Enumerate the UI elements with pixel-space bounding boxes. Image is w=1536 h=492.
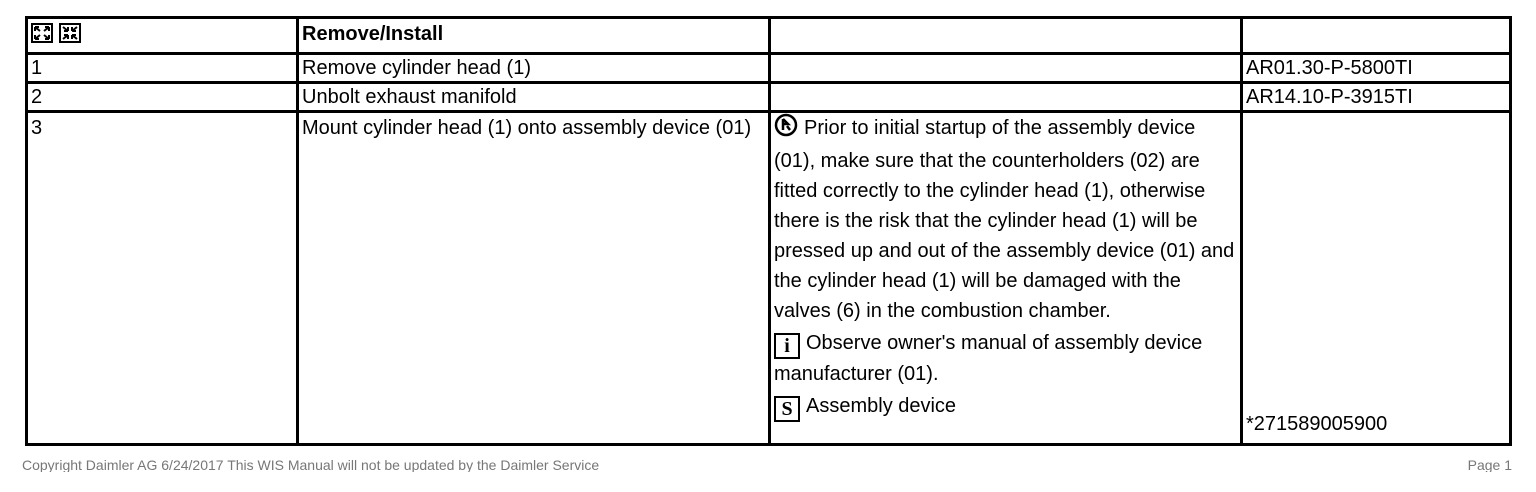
step-notes xyxy=(768,52,1243,84)
step-action: Remove cylinder head (1) xyxy=(296,52,771,84)
step-reference-link[interactable]: AR14.10-P-3915TI xyxy=(1240,81,1512,113)
table-header-row: Remove/Install xyxy=(25,16,1512,55)
tool-text: Assembly device xyxy=(806,395,957,417)
info-icon: i xyxy=(774,333,800,359)
step-notes xyxy=(768,81,1243,113)
caution-note: Prior to initial startup of the assembly… xyxy=(774,114,1237,327)
step-number: 1 xyxy=(25,52,299,84)
header-remove-install: Remove/Install xyxy=(296,16,771,55)
page-footer: Copyright Daimler AG 6/24/2017 This WIS … xyxy=(22,460,1512,472)
special-tool-icon: S xyxy=(774,396,800,422)
expand-icon[interactable] xyxy=(31,23,53,43)
caution-text: Prior to initial startup of the assembly… xyxy=(774,117,1235,322)
step-reference-cell: *271589005900 xyxy=(1240,110,1512,446)
step-number: 3 xyxy=(25,110,299,446)
procedure-table: Remove/Install 1 Remove cylinder head (1… xyxy=(25,16,1512,446)
info-text: Observe owner's manual of assembly devic… xyxy=(774,332,1203,385)
table-row: 2 Unbolt exhaust manifold AR14.10-P-3915… xyxy=(25,81,1512,113)
footer-copyright: Copyright Daimler AG 6/24/2017 This WIS … xyxy=(22,460,600,472)
table-row: 1 Remove cylinder head (1) AR01.30-P-580… xyxy=(25,52,1512,84)
footer-page-number: Page 1 xyxy=(1467,460,1512,472)
caution-icon xyxy=(774,114,798,147)
step-notes: Prior to initial startup of the assembly… xyxy=(768,110,1243,446)
step-action: Mount cylinder head (1) onto assembly de… xyxy=(296,110,771,446)
header-notes xyxy=(768,16,1243,55)
tool-part-number: *271589005900 xyxy=(1246,413,1388,435)
header-icons-cell xyxy=(25,16,299,55)
collapse-icon[interactable] xyxy=(59,23,81,43)
step-action: Unbolt exhaust manifold xyxy=(296,81,771,113)
table-row: 3 Mount cylinder head (1) onto assembly … xyxy=(25,110,1512,446)
header-reference xyxy=(1240,16,1512,55)
tool-note: S Assembly device xyxy=(774,391,1237,422)
step-reference-link[interactable]: AR01.30-P-5800TI xyxy=(1240,52,1512,84)
step-number: 2 xyxy=(25,81,299,113)
